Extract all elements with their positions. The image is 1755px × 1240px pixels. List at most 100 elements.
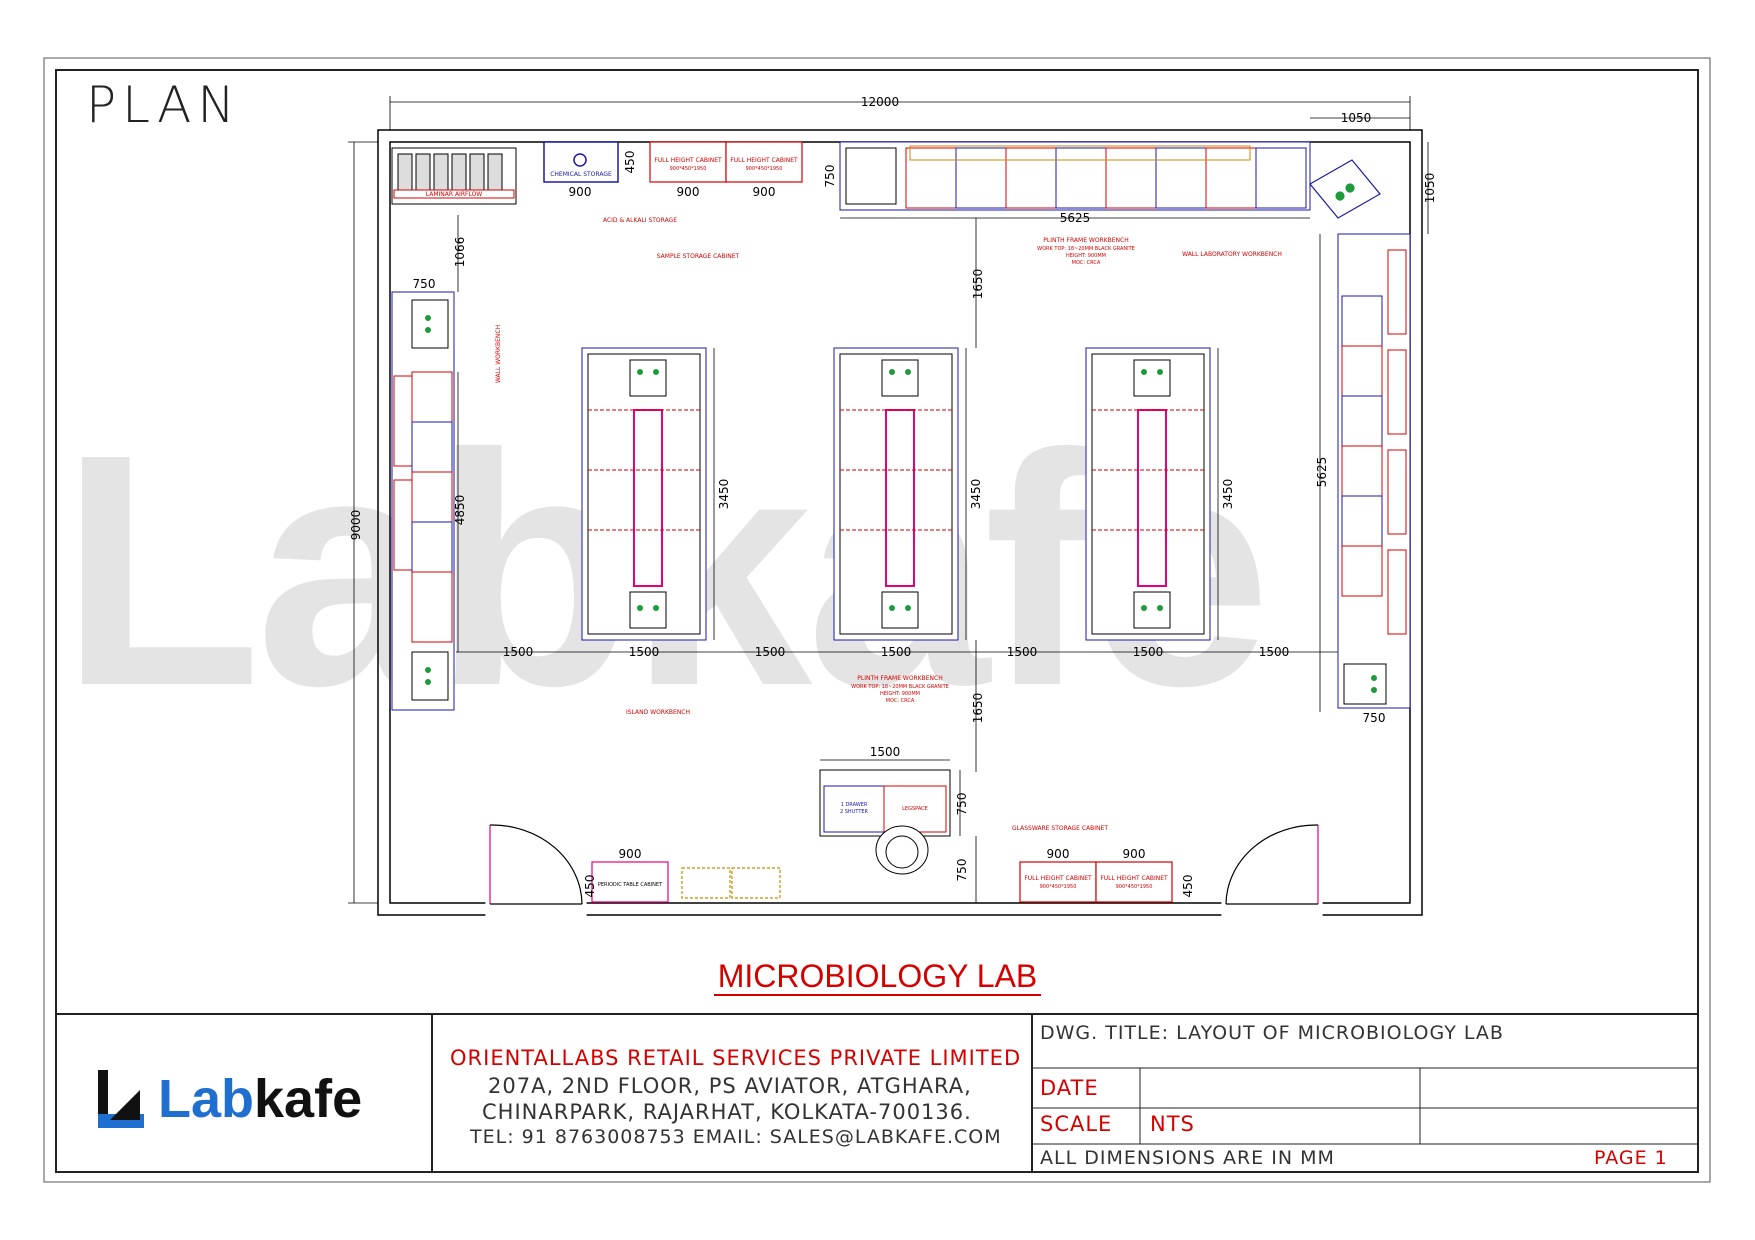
dim-overall-width: 12000 [861, 95, 899, 109]
lab-title-text: MICROBIOLOGY LAB [713, 958, 1042, 996]
label-plinth-mid-1: PLINTH FRAME WORKBENCH [857, 675, 943, 682]
dim-right-bench: 5625 [1315, 457, 1329, 488]
dim-cab-450-br: 450 [1181, 875, 1195, 898]
top-wall-bench [839, 141, 1311, 211]
label-drawer: 1 DRAWER [841, 802, 868, 808]
dwg-title: DWG. TITLE: LAYOUT OF MICROBIOLOGY LAB [1040, 1022, 1504, 1044]
dim-island-len-3: 3450 [1221, 479, 1235, 510]
label-fh-size-2: 900*450*1950 [746, 166, 783, 172]
outer-frame [43, 57, 1711, 1183]
dim-clear-a: 1650 [971, 269, 985, 300]
label-fh-1: FULL HEIGHT CABINET [654, 157, 722, 164]
dim-cab-450-bl: 450 [583, 875, 597, 898]
label-glassware: GLASSWARE STORAGE CABINET [1012, 825, 1108, 832]
dim-cab-450-top: 450 [623, 151, 637, 174]
dim-gap-d: 1500 [1259, 645, 1290, 659]
dim-desk-d: 750 [955, 793, 969, 816]
label-island: ISLAND WORKBENCH [626, 709, 690, 716]
dim-corner: 1050 [1341, 111, 1372, 125]
label-shutter: 2 SHUTTER [840, 809, 869, 815]
label-plinth-top-3: HEIGHT: 900MM [1066, 253, 1106, 259]
label-legspace: LEGSPACE [902, 806, 928, 812]
label-chemical: CHEMICAL STORAGE [550, 171, 612, 178]
company-name: ORIENTALLABS RETAIL SERVICES PRIVATE LIM… [450, 1046, 1022, 1070]
label-fh-size-1: 900*450*1950 [670, 166, 707, 172]
scale-label: SCALE [1040, 1112, 1113, 1136]
label-plinth-top-2: WORK TOP: 18~20MM BLACK GRANITE [1037, 246, 1135, 252]
label-plinth-mid-3: HEIGHT: 900MM [880, 691, 920, 697]
logo-mark-icon [96, 1070, 146, 1128]
dim-gap-a: 1500 [503, 645, 534, 659]
lab-title: MICROBIOLOGY LAB [0, 958, 1755, 996]
scale-value: NTS [1150, 1112, 1195, 1136]
dim-bench-depth-right: 750 [1363, 711, 1386, 725]
label-sample: SAMPLE STORAGE CABINET [657, 253, 740, 260]
chemical-storage [543, 141, 619, 183]
label-fh-br-1: FULL HEIGHT CABINET [1024, 875, 1092, 882]
dim-cab-br1: 900 [1047, 847, 1070, 861]
corner-sink [1309, 159, 1381, 219]
desk [819, 769, 951, 875]
page-number: PAGE 1 [1594, 1147, 1668, 1169]
equipment-labels: LAMINAR AIRFLOW CHEMICAL STORAGE ACID & … [426, 157, 1282, 890]
right-wall-bench [1337, 233, 1411, 709]
dim-island-w-3: 1500 [1133, 645, 1164, 659]
date-label: DATE [1040, 1076, 1099, 1100]
dimension-lines [348, 96, 1429, 904]
label-wall-bench: WALL LABORATORY WORKBENCH [1182, 251, 1282, 258]
dim-cab-c: 900 [753, 185, 776, 199]
dim-gap-top: 1066 [453, 237, 467, 268]
dim-cab-b: 900 [677, 185, 700, 199]
dim-overall-height: 9000 [349, 510, 363, 541]
dim-island-len-2: 3450 [969, 479, 983, 510]
dim-island-w-2: 1500 [881, 645, 912, 659]
dim-bench-depth-left: 750 [413, 277, 436, 291]
label-wall-bench-left: WALL WORKBENCH [495, 325, 502, 383]
labkafe-logo: Labkafe [96, 1064, 416, 1134]
dimensions-note: ALL DIMENSIONS ARE IN MM [1040, 1147, 1335, 1169]
label-periodic: PERIODIC TABLE CABINET [598, 882, 663, 888]
dim-clear-b: 1650 [971, 693, 985, 724]
dim-desk-gap: 750 [955, 859, 969, 882]
label-acid: ACID & ALKALI STORAGE [603, 217, 677, 224]
dim-gap-c: 1500 [1007, 645, 1038, 659]
doors [485, 824, 1323, 919]
dim-cab-br2: 900 [1123, 847, 1146, 861]
label-fh-br-s2: 900*450*1950 [1116, 884, 1153, 890]
contact-line: TEL: 91 8763008753 EMAIL: SALES@LABKAFE.… [470, 1126, 1002, 1148]
address-line1: 207A, 2ND FLOOR, PS AVIATOR, ATGHARA, [488, 1074, 972, 1098]
bottom-left-cabinets [591, 861, 781, 903]
dimension-labels: 12000 9000 1050 1050 5625 5625 4850 1066… [349, 95, 1437, 897]
dim-island-len-1: 3450 [717, 479, 731, 510]
label-fh-br-2: FULL HEIGHT CABINET [1100, 875, 1168, 882]
label-plinth-top-1: PLINTH FRAME WORKBENCH [1043, 237, 1129, 244]
plan-label: PLAN [86, 76, 241, 134]
label-laminar: LAMINAR AIRFLOW [426, 191, 483, 198]
right-sink-fittings [1371, 675, 1377, 693]
dim-desk-w: 1500 [870, 745, 901, 759]
dim-corner-v: 1050 [1423, 173, 1437, 204]
inner-frame [55, 69, 1699, 1173]
dim-top-bench: 5625 [1060, 211, 1091, 225]
island-bench-1 [581, 347, 707, 641]
left-sinks-fittings [425, 315, 431, 685]
dim-left-bench: 4850 [453, 495, 467, 526]
logo-text: Labkafe [158, 1069, 363, 1129]
bottom-right-cabinets [1019, 861, 1173, 903]
dim-cab-a: 900 [569, 185, 592, 199]
island-bench-2 [833, 347, 959, 641]
dim-bench-depth-top: 750 [823, 165, 837, 188]
left-wall-bench [391, 291, 455, 711]
address-line2: CHINARPARK, RAJARHAT, KOLKATA-700136. [482, 1100, 972, 1124]
full-height-cabinets-top [649, 141, 803, 183]
dim-island-w-1: 1500 [629, 645, 660, 659]
laminar-airflow [391, 147, 517, 205]
island-fittings [637, 369, 1163, 611]
dim-cab-bl: 900 [619, 847, 642, 861]
label-fh-2: FULL HEIGHT CABINET [730, 157, 798, 164]
island-bench-3 [1085, 347, 1211, 641]
label-plinth-mid-4: MOC: CRCA [886, 698, 915, 704]
label-fh-br-s1: 900*450*1950 [1040, 884, 1077, 890]
dim-gap-b: 1500 [755, 645, 786, 659]
